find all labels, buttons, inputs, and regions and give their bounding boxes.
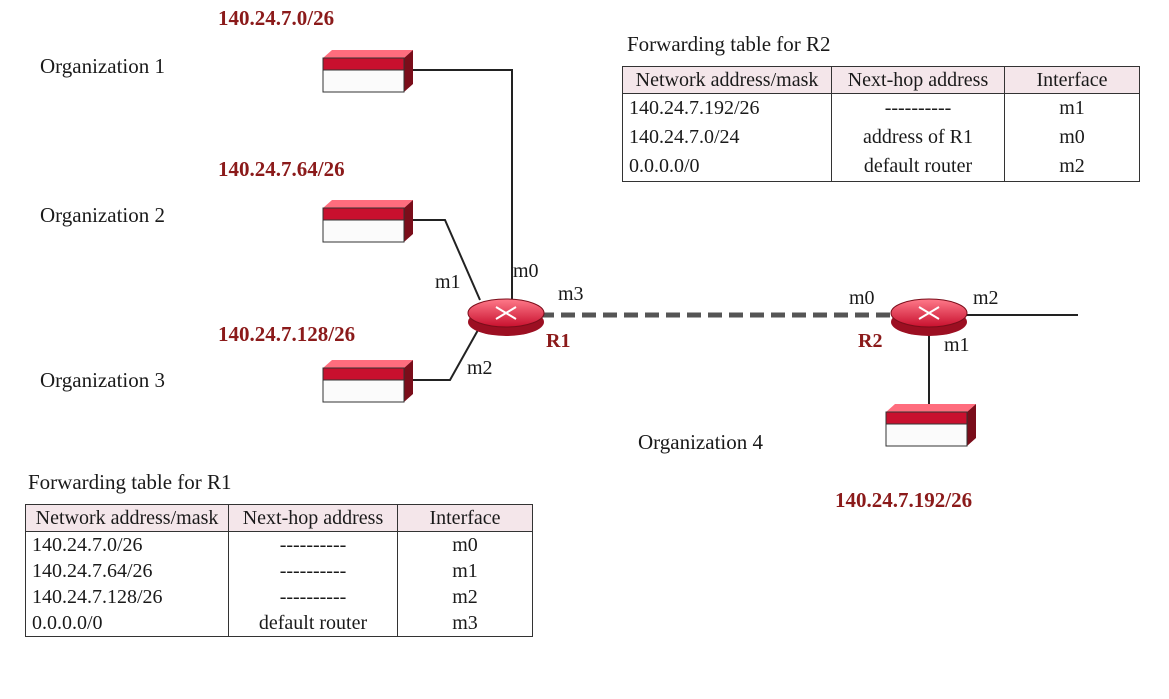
cell-network: 140.24.7.0/24	[622, 123, 832, 152]
cell-interface: m0	[1004, 123, 1140, 152]
org3-address: 140.24.7.128/26	[218, 322, 356, 346]
cell-interface: m2	[397, 584, 533, 610]
r2-interface-m0: m0	[849, 287, 875, 309]
r2-interface-m1: m1	[944, 334, 970, 356]
table-row: 140.24.7.192/26 ---------- m1	[622, 93, 1140, 123]
org3-label: Organization 3	[40, 368, 165, 392]
header-network: Network address/mask	[25, 504, 229, 532]
cell-next-hop: ----------	[228, 531, 398, 558]
router-r1-label: R1	[546, 330, 571, 352]
r1-interface-m3: m3	[558, 283, 584, 305]
cell-network: 0.0.0.0/0	[622, 152, 832, 182]
cell-next-hop: default router	[831, 152, 1005, 182]
lan-box-org2	[322, 200, 413, 243]
lan-box-org1	[322, 50, 413, 93]
cell-interface: m1	[1004, 93, 1140, 123]
cell-interface: m3	[397, 610, 533, 637]
header-interface: Interface	[1004, 66, 1140, 94]
org2-label: Organization 2	[40, 203, 165, 227]
header-network: Network address/mask	[622, 66, 832, 94]
table-row: 140.24.7.0/26 ---------- m0	[25, 531, 533, 558]
cell-interface: m0	[397, 531, 533, 558]
org2-address: 140.24.7.64/26	[218, 157, 345, 181]
cell-network: 0.0.0.0/0	[25, 610, 229, 637]
table-r2-caption: Forwarding table for R2	[627, 32, 831, 56]
link-org2-r1	[410, 219, 481, 301]
router-r1-icon	[467, 298, 545, 336]
org1-label: Organization 1	[40, 54, 165, 78]
cell-next-hop: address of R1	[831, 123, 1005, 152]
links	[410, 69, 1078, 405]
table-row: 140.24.7.0/24 address of R1 m0	[622, 123, 1140, 152]
header-interface: Interface	[397, 504, 533, 532]
cell-interface: m1	[397, 558, 533, 584]
r1-interface-m2: m2	[467, 357, 493, 379]
cell-network: 140.24.7.64/26	[25, 558, 229, 584]
lan-box-org3	[322, 360, 413, 403]
cell-next-hop: ----------	[228, 558, 398, 584]
org4-label: Organization 4	[638, 430, 763, 454]
cell-interface: m2	[1004, 152, 1140, 182]
org1-address: 140.24.7.0/26	[218, 6, 335, 30]
table-row: 0.0.0.0/0 default router m2	[622, 152, 1140, 182]
cell-next-hop: ----------	[831, 93, 1005, 123]
cell-network: 140.24.7.128/26	[25, 584, 229, 610]
r1-interface-m1: m1	[435, 271, 461, 293]
table-header-row: Network address/mask Next-hop address In…	[622, 66, 1140, 94]
table-r1-caption: Forwarding table for R1	[28, 470, 232, 494]
cell-network: 140.24.7.0/26	[25, 531, 229, 558]
header-next-hop: Next-hop address	[831, 66, 1005, 94]
link-org1-r1	[410, 69, 513, 300]
forwarding-table-r2: Network address/mask Next-hop address In…	[622, 66, 1140, 182]
table-header-row: Network address/mask Next-hop address In…	[25, 504, 533, 532]
header-next-hop: Next-hop address	[228, 504, 398, 532]
table-row: 0.0.0.0/0 default router m3	[25, 610, 533, 637]
r2-interface-m2: m2	[973, 287, 999, 309]
org4-address: 140.24.7.192/26	[835, 488, 973, 512]
table-row: 140.24.7.128/26 ---------- m2	[25, 584, 533, 610]
cell-network: 140.24.7.192/26	[622, 93, 832, 123]
link-org3-r1	[410, 329, 479, 381]
router-r2-label: R2	[858, 330, 883, 352]
cell-next-hop: default router	[228, 610, 398, 637]
router-r2-icon	[890, 298, 968, 336]
r1-interface-m0: m0	[513, 260, 539, 282]
forwarding-table-r1: Network address/mask Next-hop address In…	[25, 504, 533, 637]
table-row: 140.24.7.64/26 ---------- m1	[25, 558, 533, 584]
cell-next-hop: ----------	[228, 584, 398, 610]
lan-box-org4	[885, 404, 976, 447]
